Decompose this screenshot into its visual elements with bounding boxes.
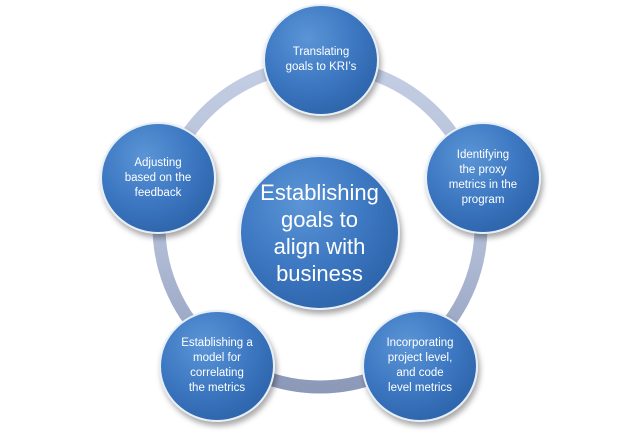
center-goal-label: Establishing goals to align with busines… bbox=[260, 179, 379, 286]
step-adjusting-feedback: Adjusting based on the feedback bbox=[100, 122, 216, 234]
step-establishing-model-label: Establishing a model for correlating the… bbox=[181, 337, 253, 394]
step-identifying-proxy-metrics-label: Identifying the proxy metrics in the pro… bbox=[448, 149, 518, 206]
step-establishing-model: Establishing a model for correlating the… bbox=[159, 310, 275, 422]
center-goal: Establishing goals to align with busines… bbox=[239, 155, 400, 310]
step-translating-goals: Translating goals to KRI’s bbox=[263, 4, 379, 116]
step-translating-goals-label: Translating goals to KRI’s bbox=[285, 46, 357, 73]
step-identifying-proxy-metrics: Identifying the proxy metrics in the pro… bbox=[425, 122, 541, 234]
step-adjusting-feedback-label: Adjusting based on the feedback bbox=[124, 156, 192, 199]
step-incorporating-metrics: Incorporating project level, and code le… bbox=[362, 310, 478, 422]
step-incorporating-metrics-label: Incorporating project level, and code le… bbox=[386, 337, 454, 394]
